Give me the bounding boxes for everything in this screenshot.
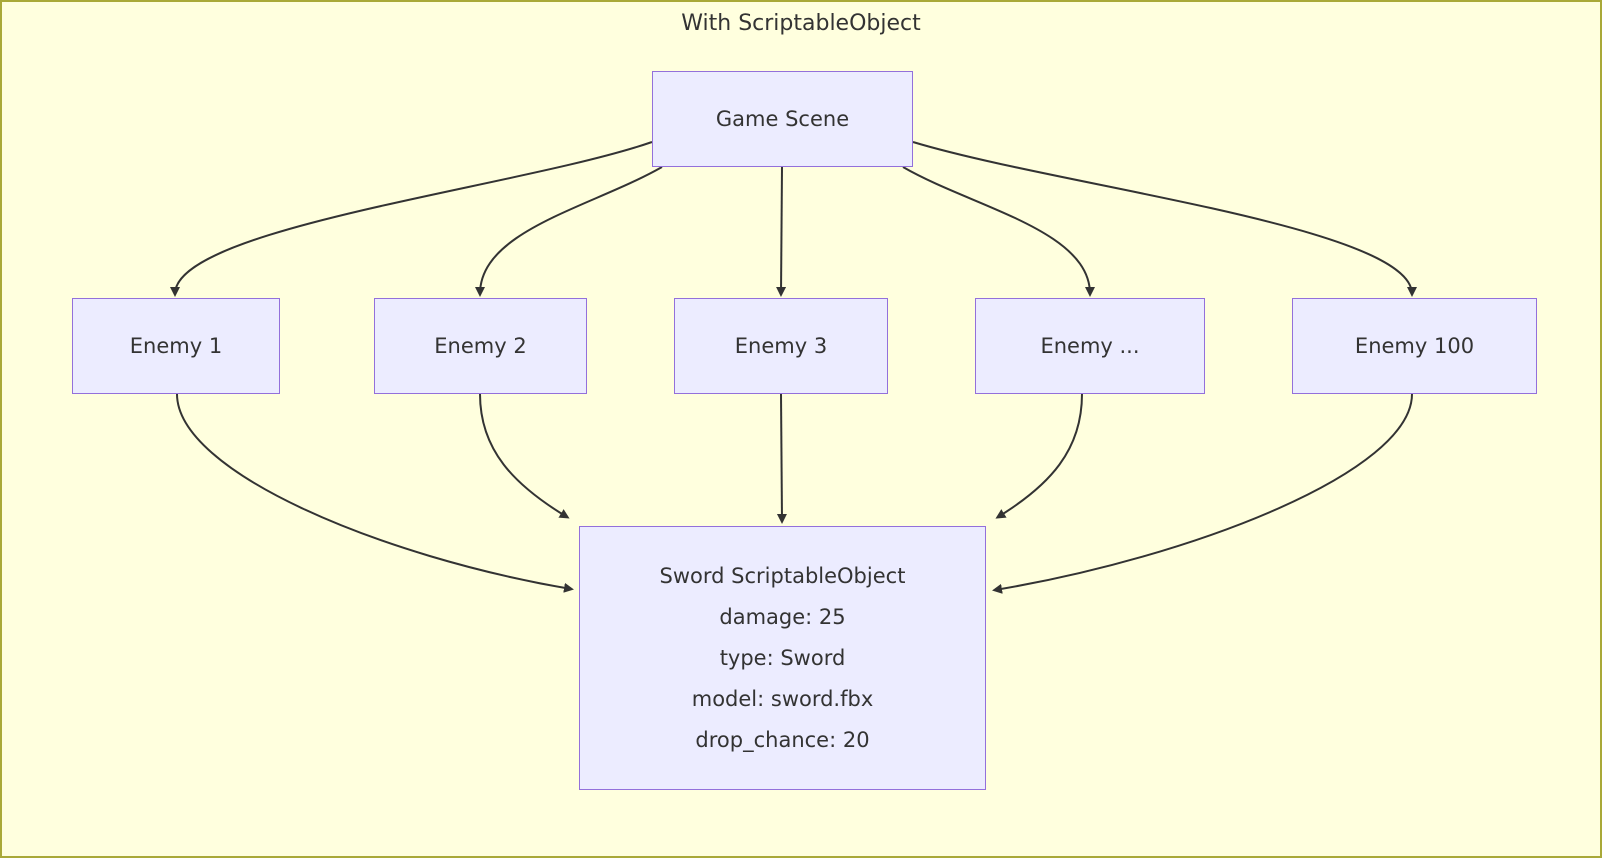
edge-enemy-3-to-sword [776, 393, 787, 524]
node-enemy-1: Enemy 1 [72, 298, 280, 394]
sword-title-line: Sword ScriptableObject [659, 563, 906, 588]
edge-game-scene-to-enemy-dots [902, 166, 1095, 297]
edge-enemy-dots-to-sword [995, 393, 1083, 519]
node-enemy-100-label: Enemy 100 [1354, 334, 1475, 358]
node-enemy-ellipsis: Enemy ... [975, 298, 1205, 394]
edge-game-scene-to-enemy-3 [776, 166, 787, 297]
edge-enemy-2-to-sword [479, 393, 570, 519]
diagram-title: With ScriptableObject [681, 11, 921, 36]
node-enemy-1-label: Enemy 1 [129, 334, 223, 358]
node-enemy-3-label: Enemy 3 [734, 334, 828, 358]
sword-drop-chance-line: drop_chance: 20 [695, 727, 870, 752]
node-game-scene-label: Game Scene [715, 107, 850, 131]
sword-type-line: type: Sword [719, 645, 846, 670]
node-enemy-ellipsis-label: Enemy ... [1040, 334, 1140, 358]
sword-damage-line: damage: 25 [719, 604, 846, 629]
node-enemy-2-label: Enemy 2 [434, 334, 527, 358]
edge-game-scene-to-enemy-1 [170, 141, 653, 297]
edge-game-scene-to-enemy-2 [475, 166, 663, 297]
node-game-scene: Game Scene [652, 71, 913, 167]
edge-enemy-1-to-sword [176, 393, 574, 593]
node-sword-scriptableobject: Sword ScriptableObject damage: 25 type: … [579, 526, 986, 790]
node-enemy-100: Enemy 100 [1292, 298, 1537, 394]
edge-game-scene-to-enemy-100 [912, 141, 1417, 297]
node-enemy-3: Enemy 3 [674, 298, 888, 394]
node-enemy-2: Enemy 2 [374, 298, 587, 394]
edge-enemy-100-to-sword [992, 393, 1413, 594]
sword-model-line: model: sword.fbx [691, 686, 874, 711]
